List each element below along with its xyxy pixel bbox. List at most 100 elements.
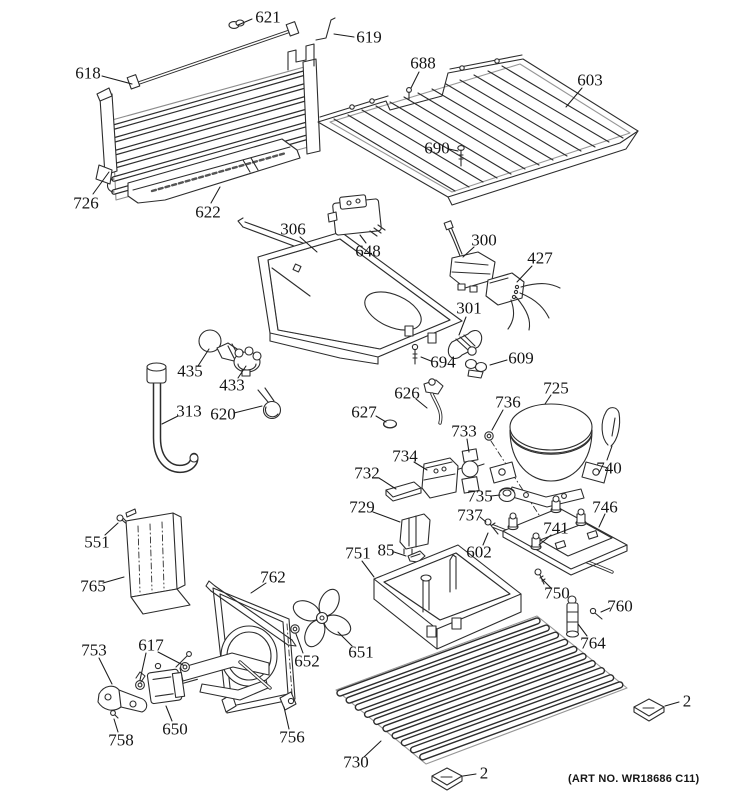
- lamp-socket-433-drawing: [233, 346, 262, 377]
- nut-736-drawing: [484, 431, 544, 522]
- leader-line-764: [577, 623, 588, 637]
- leader-line-619: [333, 33, 355, 38]
- part-callout-688-5: 688: [410, 54, 436, 73]
- leader-line-694: [420, 356, 432, 362]
- leader-line-740: [606, 445, 613, 461]
- drain-tube-313-drawing: [146, 362, 199, 474]
- screw-694-drawing: [411, 343, 419, 365]
- part-callout-733-24: 733: [451, 422, 477, 441]
- part-callout-622-4: 622: [195, 203, 221, 222]
- part-callout-690-7: 690: [424, 139, 450, 158]
- leader-line-730: [363, 740, 382, 758]
- leader-line-753: [98, 657, 113, 685]
- part-callout-313-17: 313: [176, 402, 202, 421]
- part-callout-737-29: 737: [457, 506, 483, 525]
- relay-734-drawing: [421, 457, 459, 499]
- part-callout-301-12: 301: [456, 299, 482, 318]
- part-callout-765-39: 765: [80, 577, 106, 596]
- leader-line-736: [491, 409, 504, 431]
- part-callout-760-36: 760: [607, 597, 633, 616]
- part-callout-85-31: 85: [378, 541, 395, 560]
- part-callout-551-38: 551: [84, 533, 110, 552]
- leader-line-621: [237, 18, 253, 26]
- leader-line-435: [197, 348, 210, 367]
- leader-line-733: [466, 438, 470, 453]
- part-callout-725-22: 725: [543, 379, 569, 398]
- clip-85-drawing: [407, 550, 426, 563]
- leader-line-651: [337, 631, 353, 647]
- leader-line-725: [544, 394, 552, 405]
- part-callout-694-13: 694: [430, 353, 456, 372]
- clamp-609-drawing: [464, 358, 488, 379]
- part-callout-620-18: 620: [210, 405, 236, 424]
- part-callout-2-50: 2: [683, 692, 692, 711]
- part-callout-609-14: 609: [508, 349, 534, 368]
- drain-pan-751-drawing: [373, 524, 614, 650]
- screw-758-drawing: [110, 710, 119, 719]
- clip-627-drawing: [382, 419, 398, 429]
- dryer-301-drawing: [447, 330, 483, 359]
- part-callout-730-48: 730: [343, 753, 369, 772]
- part-callout-734-25: 734: [392, 447, 418, 466]
- relay-cover-732-drawing: [385, 481, 422, 502]
- part-callout-619-1: 619: [356, 28, 382, 47]
- leader-line-300: [462, 246, 475, 258]
- part-callout-427-11: 427: [527, 249, 553, 268]
- leader-line-758: [113, 718, 119, 733]
- part-callout-650-45: 650: [162, 720, 188, 739]
- part-callout-746-34: 746: [592, 498, 618, 517]
- part-callout-741-33: 741: [543, 519, 569, 538]
- fan-shroud-756-drawing: [212, 587, 297, 714]
- leader-line-734: [413, 461, 428, 471]
- part-callout-300-10: 300: [471, 231, 497, 250]
- part-callout-756-47: 756: [279, 728, 305, 747]
- leader-line-732: [378, 477, 397, 490]
- screw-688-drawing: [406, 87, 412, 100]
- leader-line-648: [359, 234, 367, 244]
- leader-line-735: [490, 494, 501, 497]
- side-panel-765-drawing: [125, 508, 191, 615]
- leader-line-751: [361, 560, 375, 578]
- leader-line-2: [462, 773, 477, 777]
- nut-652-drawing: [290, 624, 300, 634]
- leader-line-551: [104, 522, 119, 536]
- valve-626-drawing: [423, 378, 444, 425]
- part-callout-627-20: 627: [351, 403, 377, 422]
- evaporator-coil-drawing: [95, 43, 321, 201]
- leader-line-617: [157, 651, 184, 666]
- leader-line-617: [139, 652, 147, 681]
- part-callout-753-43: 753: [81, 641, 107, 660]
- grommet-620-drawing: [257, 387, 282, 420]
- leader-line-627: [375, 415, 387, 423]
- leader-line-301: [458, 316, 467, 336]
- part-callout-651-42: 651: [348, 643, 374, 662]
- leader-line-765: [102, 576, 125, 584]
- compressor-725-drawing: [489, 403, 609, 508]
- part-callout-617-44: 617: [138, 636, 164, 655]
- thermostat-300-drawing: [443, 220, 496, 293]
- drip-tray-622-drawing: [127, 138, 301, 204]
- cover-panel-603-drawing: [317, 54, 639, 206]
- mounting-plate-746-drawing: [502, 507, 628, 576]
- leader-line-433: [237, 365, 247, 379]
- grommet-741-drawing: [507, 495, 587, 551]
- screw-690-drawing: [457, 145, 465, 167]
- leader-line-729: [372, 511, 401, 523]
- wire-connector-427-drawing: [485, 272, 561, 331]
- part-callout-735-27: 735: [467, 487, 493, 506]
- part-callout-726-3: 726: [73, 194, 99, 213]
- leader-line-652: [295, 633, 304, 654]
- tube-clip-740-drawing: [601, 407, 621, 447]
- leader-line-2: [664, 701, 680, 707]
- leader-line-313: [161, 415, 179, 425]
- foot-pad-right-drawing: [633, 698, 665, 722]
- evap-pan-306-drawing: [237, 217, 463, 365]
- leader-line-760: [600, 607, 611, 613]
- leader-line-650: [165, 705, 173, 722]
- part-callout-626-19: 626: [394, 384, 420, 403]
- foot-pad-bottom-drawing: [431, 767, 463, 791]
- leader-line-626: [415, 398, 428, 409]
- leader-line-306: [299, 236, 318, 253]
